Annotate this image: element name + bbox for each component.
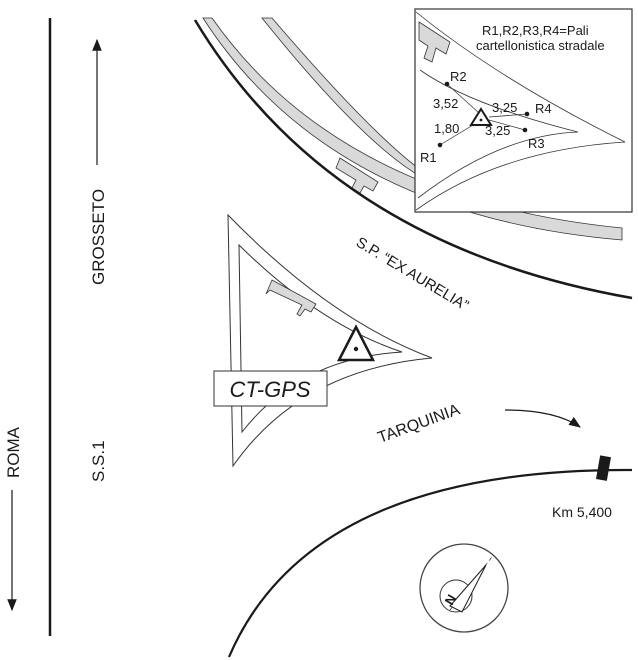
inset-legend-line2: cartellonistica stradale xyxy=(476,38,605,53)
point-r4 xyxy=(524,111,530,117)
gps-station-marker-icon xyxy=(336,324,376,362)
distance-r1: 1,80 xyxy=(434,121,459,136)
ss1-label: S.S.1 xyxy=(89,440,108,482)
distance-r2: 3,52 xyxy=(433,96,458,111)
distance-r4: 3,25 xyxy=(492,100,517,115)
point-r3 xyxy=(522,127,528,133)
north-compass-icon: N xyxy=(419,543,509,633)
grosseto-label: GROSSETO xyxy=(89,189,108,285)
inset-detail: R1,R2,R3,R4=Pali cartellonistica stradal… xyxy=(414,8,633,213)
road-band-outer xyxy=(202,17,623,241)
label-r2: R2 xyxy=(450,69,467,84)
station-label-box: CT-GPS xyxy=(213,370,328,407)
station-label: CT-GPS xyxy=(229,377,310,402)
label-r1: R1 xyxy=(420,150,437,165)
km-marker-label: Km 5,400 xyxy=(552,504,612,520)
roma-label: ROMA xyxy=(4,426,23,478)
point-r1 xyxy=(437,142,443,148)
distance-r3: 3,25 xyxy=(485,123,510,138)
point-r2 xyxy=(444,81,450,87)
inset-legend-line1: R1,R2,R3,R4=Pali xyxy=(482,23,589,38)
tarquinia-arrow xyxy=(504,409,581,428)
bottom-road xyxy=(227,468,633,658)
km-marker-icon xyxy=(595,455,611,481)
label-r4: R4 xyxy=(535,101,552,116)
tarquinia-label: TARQUINIA xyxy=(376,401,463,446)
traffic-island-outer xyxy=(227,213,433,468)
label-r3: R3 xyxy=(528,136,545,151)
inset-station-marker-icon xyxy=(469,107,493,126)
bus-shelter-island xyxy=(265,279,317,317)
sp-aurelia-road xyxy=(193,19,633,300)
